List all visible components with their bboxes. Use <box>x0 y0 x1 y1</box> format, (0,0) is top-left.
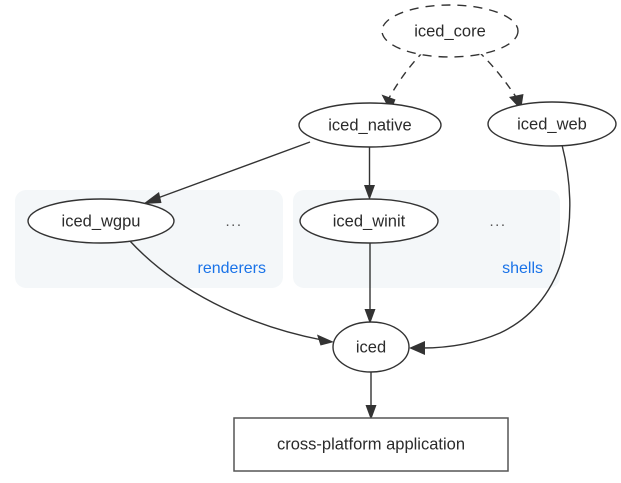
node-iced-web-ellipse[interactable] <box>487 101 617 147</box>
node-iced-ellipse[interactable] <box>332 321 410 373</box>
node-iced[interactable]: iced <box>332 321 410 373</box>
edge-iced-to-application <box>365 372 377 420</box>
node-iced-native-ellipse[interactable] <box>298 102 442 148</box>
edge-core-to-native-line <box>388 50 425 99</box>
node-iced-native-label: iced_native <box>328 116 411 134</box>
node-iced-web-label: iced_web <box>517 115 587 133</box>
edge-wgpu-to-iced <box>128 239 334 346</box>
node-iced-core-ellipse[interactable] <box>381 4 519 58</box>
edge-native-to-winit-arrowhead <box>364 185 375 200</box>
edge-web-to-iced <box>409 144 571 355</box>
node-iced-label: iced <box>356 338 386 356</box>
edge-wgpu-to-iced-arrowhead <box>317 334 334 346</box>
edge-native-to-wgpu-line <box>154 141 311 200</box>
edge-core-to-web-line <box>477 50 517 98</box>
node-iced-wgpu-label: iced_wgpu <box>62 212 141 230</box>
edge-native-to-winit <box>364 147 375 200</box>
edge-iced-to-application-arrowhead <box>365 405 377 420</box>
node-iced-web[interactable]: iced_web <box>487 101 617 147</box>
cluster-shells-label: shells <box>502 260 543 277</box>
cluster-shells-ellipsis: ... <box>489 213 506 230</box>
node-iced-wgpu-ellipse[interactable] <box>27 198 175 244</box>
cluster-renderers-label: renderers <box>198 260 266 277</box>
edge-winit-to-iced-arrowhead <box>364 309 376 324</box>
node-iced-wgpu[interactable]: iced_wgpu <box>27 198 175 244</box>
edge-native-to-wgpu <box>143 141 311 204</box>
edge-core-to-native <box>381 50 425 112</box>
node-iced-native[interactable]: iced_native <box>298 102 442 148</box>
node-iced-core-label: iced_core <box>414 22 486 40</box>
node-iced-core[interactable]: iced_core <box>381 4 519 58</box>
cluster-renderers-ellipsis: ... <box>225 213 242 230</box>
node-iced-winit-label: iced_winit <box>333 212 406 230</box>
node-iced-winit[interactable]: iced_winit <box>299 198 439 244</box>
edge-web-to-iced-line <box>421 144 571 349</box>
edge-wgpu-to-iced-line <box>128 239 323 341</box>
node-application-label: cross-platform application <box>277 435 465 453</box>
edge-core-to-web <box>477 50 524 110</box>
node-iced-winit-ellipse[interactable] <box>299 198 439 244</box>
edge-native-to-wgpu-arrowhead <box>143 192 162 204</box>
node-application[interactable]: cross-platform application <box>233 417 509 472</box>
edge-winit-to-iced <box>364 243 376 324</box>
edge-web-to-iced-arrowhead <box>409 341 425 355</box>
node-application-rect[interactable] <box>233 417 509 472</box>
